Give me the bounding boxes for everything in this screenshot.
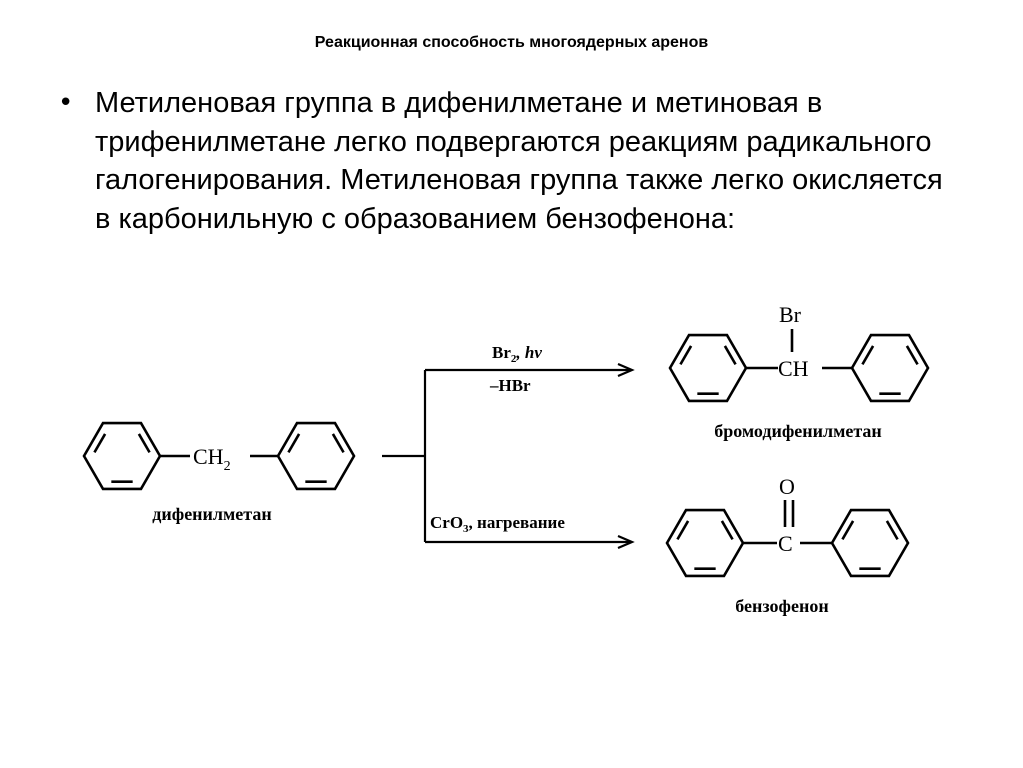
upper-product-left-benzene-ring: [668, 333, 748, 403]
bullet-marker: •: [58, 88, 74, 118]
upper-product-right-benzene-ring: [850, 333, 930, 403]
reactant-diphenylmethane: CH2 дифенилметан: [82, 421, 356, 524]
hexagon-outline: [850, 333, 930, 403]
double-bond-line: [723, 345, 737, 366]
reaction-arrows: [382, 362, 635, 550]
lower-product-left-benzene-ring: [665, 508, 745, 578]
upper-reagent: Br2, hv: [492, 343, 542, 365]
upper-product-br-label: Br: [779, 302, 802, 327]
hexagon-outline: [82, 421, 162, 491]
upper-byproduct: –HBr: [489, 376, 531, 395]
double-bond-line: [287, 433, 301, 454]
double-bond-line: [137, 433, 151, 454]
double-bond-line: [885, 520, 899, 541]
hexagon-outline: [668, 333, 748, 403]
double-bond-line: [331, 433, 345, 454]
double-bond-line: [861, 345, 875, 366]
reactant-right-benzene-ring: [276, 421, 356, 491]
reactant-left-benzene-ring: [82, 421, 162, 491]
lower-product-o-label: O: [779, 474, 795, 499]
bullet-item: • Метиленовая группа в дифенилметане и м…: [58, 84, 963, 238]
product-bromodiphenylmethane: CH Br бромодифенилметан: [668, 302, 930, 441]
double-bond-line: [720, 520, 734, 541]
hexagon-outline: [276, 421, 356, 491]
upper-reaction-conditions: Br2, hv –HBr: [489, 343, 542, 395]
reactant-ch2-label: CH2: [193, 444, 231, 474]
slide-title: Реакционная способность многоядерных аре…: [314, 34, 709, 51]
lower-product-c-label: C: [778, 531, 793, 556]
lower-reagent: CrO3, нагревание: [430, 513, 565, 535]
upper-product-name: бромодифенилметан: [714, 421, 882, 441]
double-bond-line: [676, 520, 690, 541]
product-benzophenone: C O бензофенон: [665, 474, 910, 616]
double-bond-line: [905, 345, 919, 366]
lower-arrow-head: [617, 534, 635, 550]
upper-arrow-head: [617, 362, 635, 378]
double-bond-line: [841, 520, 855, 541]
double-bond-line: [93, 433, 107, 454]
lower-product-right-benzene-ring: [830, 508, 910, 578]
reactant-name: дифенилметан: [152, 504, 271, 524]
upper-product-ch-label: CH: [778, 356, 809, 381]
double-bond-line: [679, 345, 693, 366]
lower-reaction-conditions: CrO3, нагревание: [430, 513, 565, 535]
hexagon-outline: [830, 508, 910, 578]
lower-product-name: бензофенон: [735, 596, 828, 616]
hexagon-outline: [665, 508, 745, 578]
bullet-text: Метиленовая группа в дифенилметане и мет…: [95, 87, 943, 235]
